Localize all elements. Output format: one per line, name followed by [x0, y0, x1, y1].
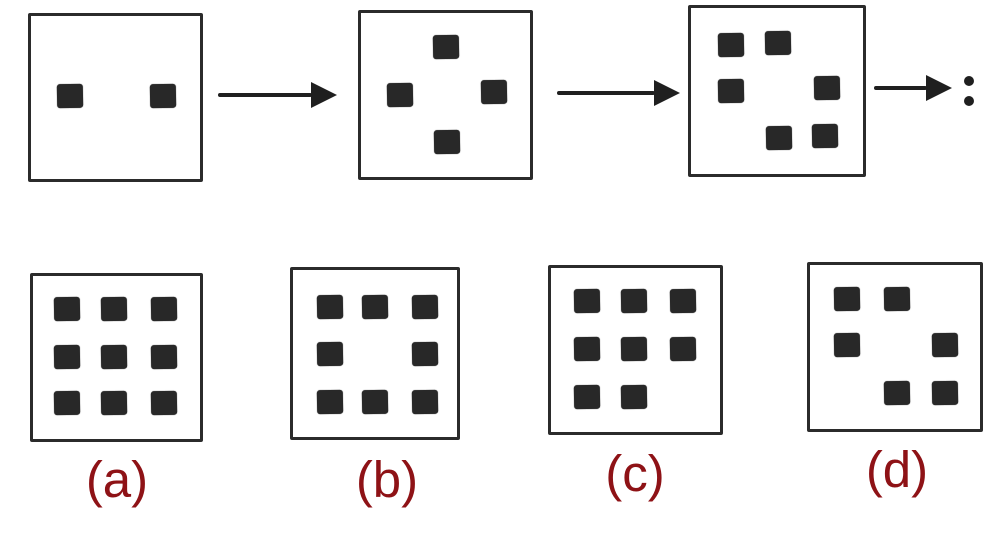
pattern-dot [151, 344, 178, 369]
pattern-dot [573, 288, 600, 314]
right-arrow-icon [218, 93, 312, 97]
pattern-dot [833, 287, 860, 312]
option-label-a[interactable]: (a) [85, 451, 149, 508]
pattern-dot [481, 79, 508, 104]
pattern-dot [362, 389, 389, 414]
pattern-dot [620, 288, 647, 314]
pattern-dot [411, 295, 438, 320]
pattern-dot [573, 384, 600, 409]
pattern-dot [931, 332, 959, 358]
pattern-dot [53, 390, 80, 416]
pattern-dot [717, 32, 745, 58]
pattern-dot [931, 380, 959, 405]
pattern-dot [670, 336, 697, 361]
option-label-d[interactable]: (d) [865, 441, 929, 498]
sequence-box-step-3 [688, 5, 866, 177]
pattern-dot [362, 295, 389, 320]
pattern-dot [150, 83, 177, 109]
pattern-dot [151, 390, 178, 416]
pattern-dot [620, 384, 647, 409]
pattern-dot [53, 296, 80, 321]
right-arrow-icon [557, 91, 655, 95]
pattern-dot [151, 296, 178, 321]
pattern-dot [432, 34, 459, 60]
pattern-dot [883, 287, 910, 312]
pattern-dot [620, 336, 647, 361]
pattern-dot [316, 341, 344, 366]
continuation-colon-dot-icon [964, 96, 974, 106]
pattern-dot [765, 126, 793, 151]
option-label-b[interactable]: (b) [355, 451, 419, 508]
option-label-c[interactable]: (c) [605, 445, 665, 502]
pattern-dot [56, 83, 84, 109]
pattern-dot [316, 295, 344, 320]
pattern-dot [386, 82, 413, 108]
option-box-c[interactable] [548, 265, 723, 435]
pattern-dot [883, 380, 910, 405]
right-arrow-icon [874, 86, 927, 90]
pattern-dot [100, 390, 128, 416]
sequence-box-step-1 [28, 13, 203, 182]
pattern-dot [433, 129, 460, 154]
pattern-dot [833, 332, 860, 358]
pattern-dot [100, 296, 128, 321]
option-box-b[interactable] [290, 267, 460, 440]
pattern-dot [764, 30, 792, 55]
pattern-dot [717, 78, 745, 103]
pattern-dot [670, 288, 697, 314]
pattern-dot [573, 336, 600, 361]
pattern-dot [53, 344, 80, 369]
continuation-colon-dot-icon [964, 76, 974, 86]
option-box-d[interactable] [807, 262, 983, 432]
pattern-dot [411, 341, 438, 366]
sequence-box-step-2 [358, 10, 533, 180]
option-box-a[interactable] [30, 273, 203, 442]
pattern-dot [100, 344, 128, 369]
pattern-dot [411, 389, 438, 414]
pattern-dot [813, 75, 840, 101]
pattern-dot [316, 389, 344, 414]
pattern-dot [812, 123, 839, 149]
